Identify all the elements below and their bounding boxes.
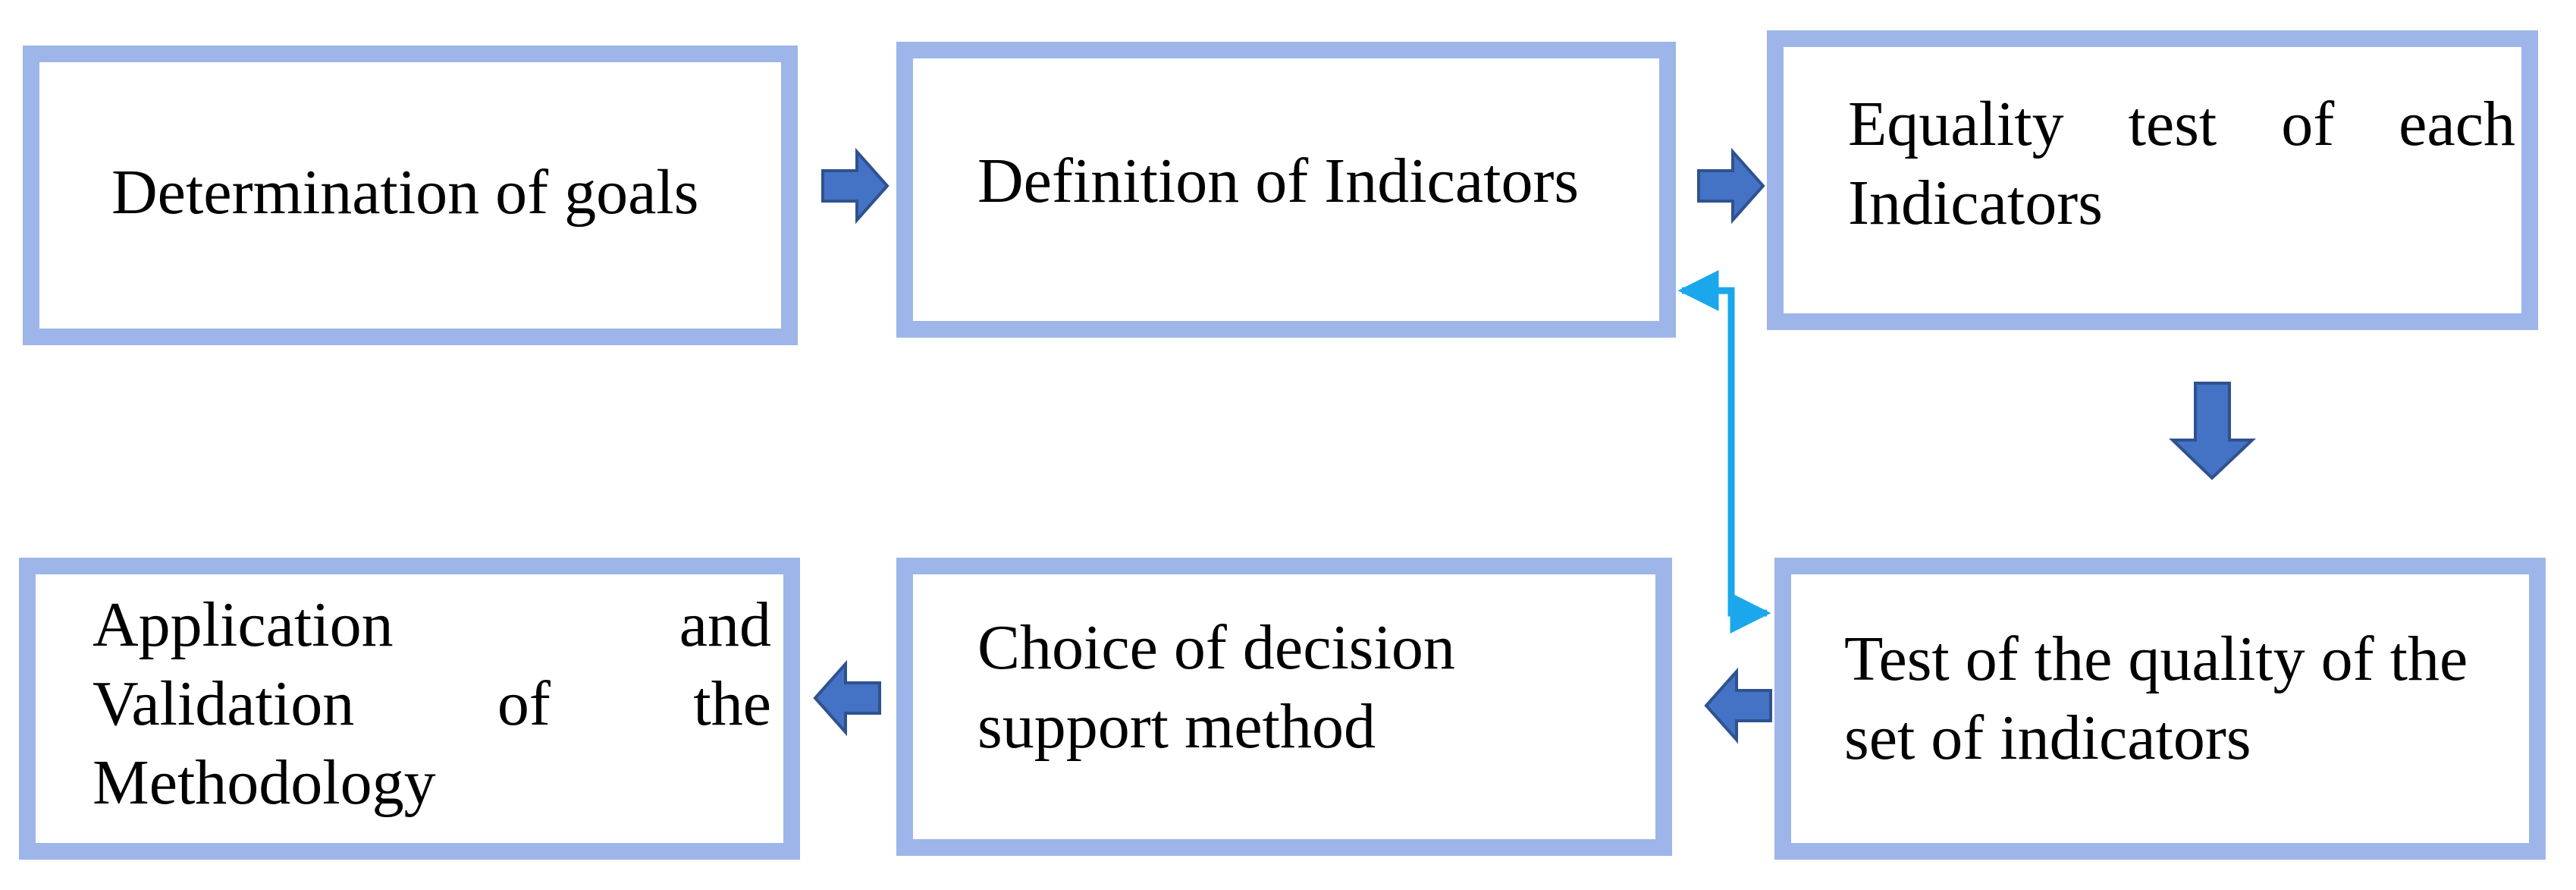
step-label-quality: Test of the quality of the set of indica…	[1844, 624, 2468, 773]
step-label-goals: Determination of goals	[111, 157, 699, 228]
step-box-decision: Choice of decision support method	[896, 558, 1672, 856]
arrow-left-icon	[813, 659, 881, 737]
step-label-decision: Choice of decision support method	[977, 612, 1455, 762]
step-box-goals: Determination of goals	[23, 46, 798, 345]
step-label-application: Application and Validation of the Method…	[93, 590, 771, 818]
step-box-application: Application and Validation of the Method…	[19, 558, 800, 860]
arrow-down-icon	[2169, 382, 2257, 480]
feedback-connector	[1677, 270, 1771, 634]
step-label-equality: Equality test of each Indicators	[1848, 89, 2515, 238]
step-box-quality: Test of the quality of the set of indica…	[1774, 558, 2546, 860]
arrow-right-icon	[1697, 147, 1765, 225]
step-box-indicators: Definition of Indicators	[896, 42, 1676, 338]
arrow-right-icon	[821, 147, 890, 225]
step-box-equality: Equality test of each Indicators	[1767, 30, 2538, 330]
arrow-left-icon	[1704, 667, 1772, 744]
step-label-indicators: Definition of Indicators	[977, 146, 1580, 216]
